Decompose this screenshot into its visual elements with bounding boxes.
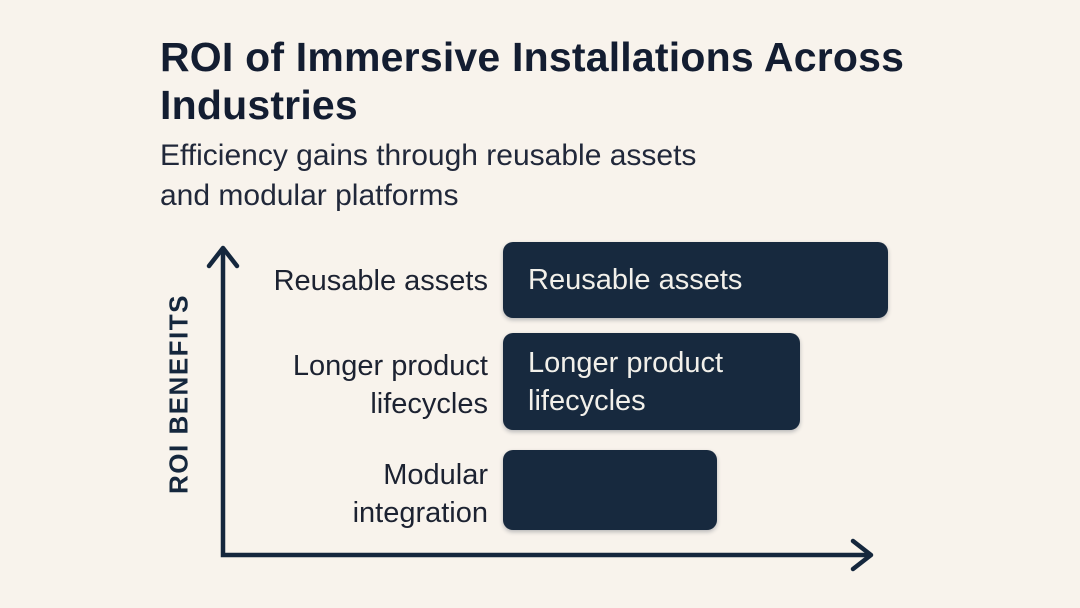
category-label-modular-integration: Modular integration bbox=[352, 459, 488, 529]
bar-longer-product-lifecycles: Longer product lifecycles bbox=[503, 333, 800, 430]
y-axis-arrowhead-icon bbox=[206, 245, 240, 269]
axis-lines bbox=[220, 250, 870, 558]
bar-modular-integration bbox=[503, 450, 717, 530]
category-label-longer-product-lifecycles: Longer product lifecycles bbox=[292, 350, 488, 420]
category-label-reusable-assets: Reusable assets bbox=[273, 265, 488, 297]
page-subtitle: Efficiency gains through reusable assets… bbox=[160, 139, 697, 212]
bar-label: Longer product lifecycles bbox=[528, 346, 724, 417]
page-title: ROI of Immersive Installations Across In… bbox=[160, 34, 905, 128]
bar-label: Reusable assets bbox=[528, 264, 743, 296]
bar-reusable-assets: Reusable assets bbox=[503, 242, 888, 318]
x-axis-arrowhead-icon bbox=[850, 538, 874, 572]
